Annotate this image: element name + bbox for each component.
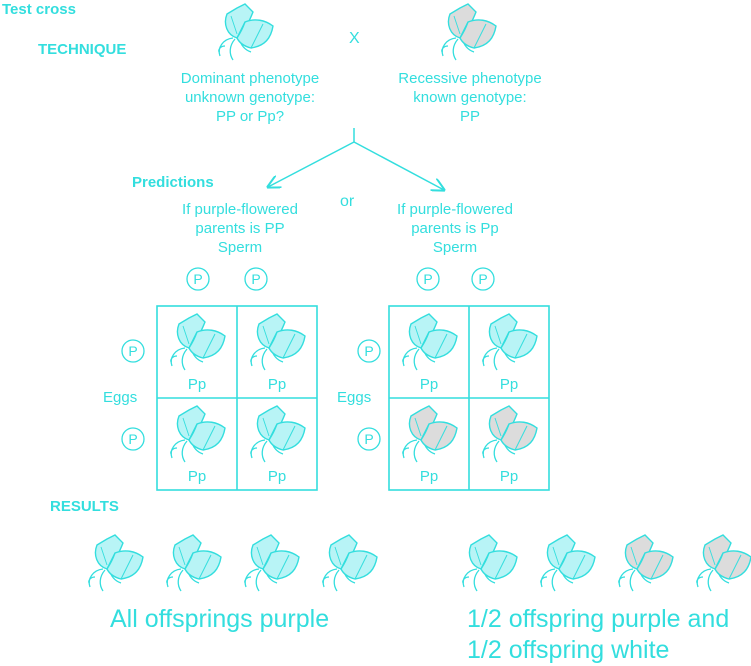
cross-symbol: X (349, 30, 360, 47)
white-flower-icon (618, 534, 674, 592)
purple-flower-icon (170, 313, 226, 371)
white-flower-icon (482, 405, 538, 463)
right-prediction: If purple-flowered parents is Pp Sperm (397, 201, 513, 256)
egg-allele: P (357, 427, 381, 451)
purple-flower-icon (402, 313, 458, 371)
svg-text:P: P (364, 343, 373, 359)
left-prediction: If purple-flowered parents is PP Sperm (182, 201, 298, 256)
left-eggs-label: Eggs (103, 389, 138, 406)
svg-text:P: P (128, 343, 137, 359)
purple-flower-icon (170, 405, 226, 463)
purple-flower-icon (322, 534, 378, 592)
left-cell-genotype: Pp (187, 468, 207, 485)
sperm-allele: P (244, 267, 268, 291)
right-result: 1/2 offspring purple and 1/2 offspring w… (467, 605, 730, 664)
purple-flower-icon (250, 313, 306, 371)
white-flower-icon (696, 534, 751, 592)
svg-text:P: P (193, 271, 202, 287)
recessive-caption: Recessive phenotype known genotype: PP (398, 70, 542, 125)
svg-text:P: P (251, 271, 260, 287)
white-flower-icon (402, 405, 458, 463)
purple-flower-icon (482, 313, 538, 371)
purple-flower-icon (218, 3, 274, 61)
egg-allele: P (121, 427, 145, 451)
svg-text:P: P (128, 431, 137, 447)
left-cell-genotype: Pp (187, 376, 207, 393)
right-cell-genotype: Pp (419, 376, 439, 393)
or-label: or (340, 193, 355, 210)
diagram-title: Test cross (2, 1, 76, 18)
sperm-allele: P (186, 267, 210, 291)
svg-text:P: P (423, 271, 432, 287)
left-result: All offsprings purple (110, 605, 330, 633)
technique-label: TECHNIQUE (38, 41, 127, 58)
dominant-caption: Dominant phenotype unknown genotype: PP … (180, 70, 320, 125)
purple-flower-icon (250, 405, 306, 463)
egg-allele: P (357, 339, 381, 363)
sperm-allele: P (471, 267, 495, 291)
svg-text:P: P (364, 431, 373, 447)
svg-text:P: P (478, 271, 487, 287)
predictions-label: Predictions (132, 174, 214, 191)
left-cell-genotype: Pp (267, 468, 287, 485)
purple-flower-icon (462, 534, 518, 592)
left-punnett-grid (156, 305, 318, 491)
purple-flower-icon (88, 534, 144, 592)
right-punnett-grid (388, 305, 550, 491)
purple-flower-icon (540, 534, 596, 592)
white-flower-icon (441, 3, 497, 61)
branch-arrows (268, 128, 444, 190)
purple-flower-icon (244, 534, 300, 592)
right-cell-genotype: Pp (499, 468, 519, 485)
purple-flower-icon (166, 534, 222, 592)
sperm-allele: P (416, 267, 440, 291)
egg-allele: P (121, 339, 145, 363)
left-cell-genotype: Pp (267, 376, 287, 393)
right-cell-genotype: Pp (419, 468, 439, 485)
right-eggs-label: Eggs (337, 389, 372, 406)
results-label: RESULTS (50, 498, 119, 515)
right-cell-genotype: Pp (499, 376, 519, 393)
